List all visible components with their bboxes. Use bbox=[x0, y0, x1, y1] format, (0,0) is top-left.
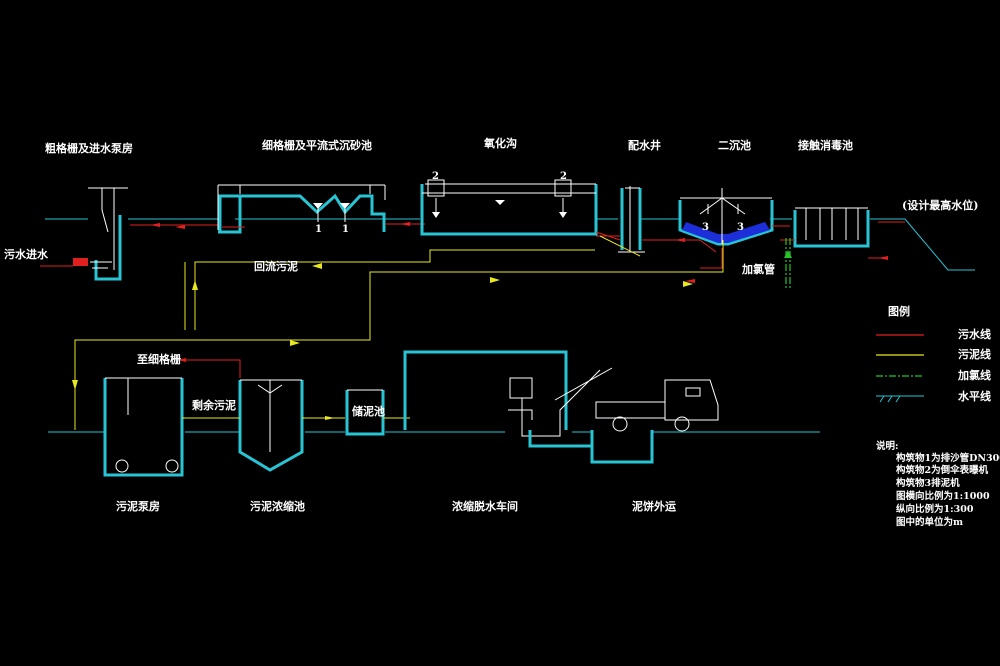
label-distribution-well: 配水井 bbox=[628, 138, 661, 152]
label-sewage-in: 污水进水 bbox=[4, 247, 49, 261]
marker-1a: 1 bbox=[315, 224, 322, 235]
legend: 图例 污水线 污泥线 加氯线 水平线 bbox=[876, 304, 991, 403]
label-return-sludge: 回流污泥 bbox=[254, 259, 298, 273]
label-sludge-storage: 储泥池 bbox=[352, 404, 385, 418]
structure-labels: 粗格栅及进水泵房 细格栅及平流式沉砂池 氧化沟 配水井 二沉池 接触消毒池 (设… bbox=[4, 136, 978, 513]
label-contact-tank: 接触消毒池 bbox=[798, 138, 853, 152]
note-line: 构筑物1为排沙管DN300 bbox=[896, 452, 1000, 464]
structure-markers: 1 1 2 2 3 3 bbox=[315, 171, 744, 235]
cake-truck bbox=[590, 379, 719, 464]
note-line: 构筑物2为倒伞表曝机 bbox=[896, 464, 989, 476]
label-cake-transport: 泥饼外运 bbox=[632, 499, 676, 513]
legend-label-sewage: 污水线 bbox=[958, 327, 991, 341]
ground-lines bbox=[45, 218, 975, 433]
label-oxidation-ditch: 氧化沟 bbox=[483, 136, 517, 150]
dewatering-building bbox=[403, 350, 613, 448]
marker-1b: 1 bbox=[342, 224, 349, 235]
oxidation-ditch bbox=[420, 179, 621, 241]
chlorine-line bbox=[784, 238, 792, 290]
note-line: 图中的单位为m bbox=[896, 516, 963, 528]
label-to-fine-screen: 至细格栅 bbox=[137, 352, 181, 366]
marker-2a: 2 bbox=[432, 171, 439, 182]
legend-swatch-ground bbox=[876, 395, 924, 403]
fine-screen-grit-chamber bbox=[175, 184, 425, 234]
sludge-thickener bbox=[182, 379, 345, 472]
label-fine-screen: 细格栅及平流式沉砂池 bbox=[262, 138, 372, 152]
label-coarse-screen: 粗格栅及进水泵房 bbox=[45, 141, 133, 155]
label-thickener: 污泥浓缩池 bbox=[250, 499, 305, 513]
inlet-pipe bbox=[73, 258, 88, 266]
label-dewatering-room: 浓缩脱水车间 bbox=[452, 499, 518, 513]
legend-title: 图例 bbox=[888, 304, 910, 318]
marker-3b: 3 bbox=[737, 222, 744, 233]
note-line: 构筑物3排泥机 bbox=[896, 477, 960, 489]
marker-3a: 3 bbox=[702, 222, 709, 233]
coarse-screen-pump-house bbox=[40, 187, 220, 281]
legend-label-ground: 水平线 bbox=[958, 389, 991, 403]
label-excess-sludge: 剩余污泥 bbox=[192, 398, 236, 412]
legend-label-chlorine: 加氯线 bbox=[957, 368, 991, 382]
note-line: 图横向比例为1:1000 bbox=[896, 490, 990, 502]
legend-label-sludge: 污泥线 bbox=[958, 347, 991, 361]
notes: 说明: 构筑物1为排沙管DN300 构筑物2为倒伞表曝机 构筑物3排泥机 图横向… bbox=[876, 440, 1000, 528]
label-sludge-pump-house: 污泥泵房 bbox=[116, 499, 160, 513]
label-design-water-level: (设计最高水位) bbox=[902, 198, 978, 212]
label-chlorine-pipe: 加氯管 bbox=[741, 262, 775, 276]
note-line: 纵向比例为1:300 bbox=[896, 503, 974, 515]
sludge-pump-house bbox=[103, 358, 241, 477]
label-secondary-clarifier: 二沉池 bbox=[718, 138, 751, 152]
contact-tank bbox=[780, 207, 905, 260]
return-sludge-line bbox=[72, 235, 724, 430]
marker-2b: 2 bbox=[560, 171, 567, 182]
notes-title: 说明: bbox=[876, 440, 899, 452]
